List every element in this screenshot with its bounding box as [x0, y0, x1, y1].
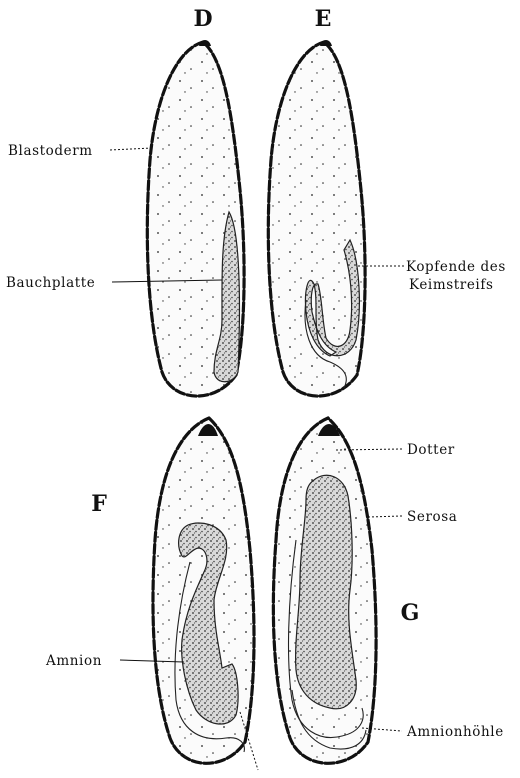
egg-g — [273, 418, 376, 763]
label-amnionhoehle: Amnionhöhle — [406, 724, 504, 740]
label-blastoderm: Blastoderm — [8, 143, 93, 159]
label-amnion: Amnion — [45, 653, 102, 669]
panel-label-d: D — [193, 6, 212, 32]
label-bauchplatte: Bauchplatte — [6, 275, 95, 291]
panel-label-g: G — [401, 600, 420, 626]
label-kopfende-line2: Keimstreifs — [409, 277, 493, 293]
panel-label-e: E — [315, 6, 332, 32]
label-serosa: Serosa — [407, 509, 457, 525]
label-kopfende-line1: Kopfende des — [406, 259, 506, 275]
panel-label-f: F — [91, 491, 107, 517]
leader-serosa — [368, 516, 402, 517]
egg-e — [268, 40, 365, 396]
leader-blastoderm — [110, 148, 152, 150]
egg-f — [153, 418, 254, 763]
egg-d — [147, 40, 244, 396]
label-dotter: Dotter — [407, 442, 455, 458]
